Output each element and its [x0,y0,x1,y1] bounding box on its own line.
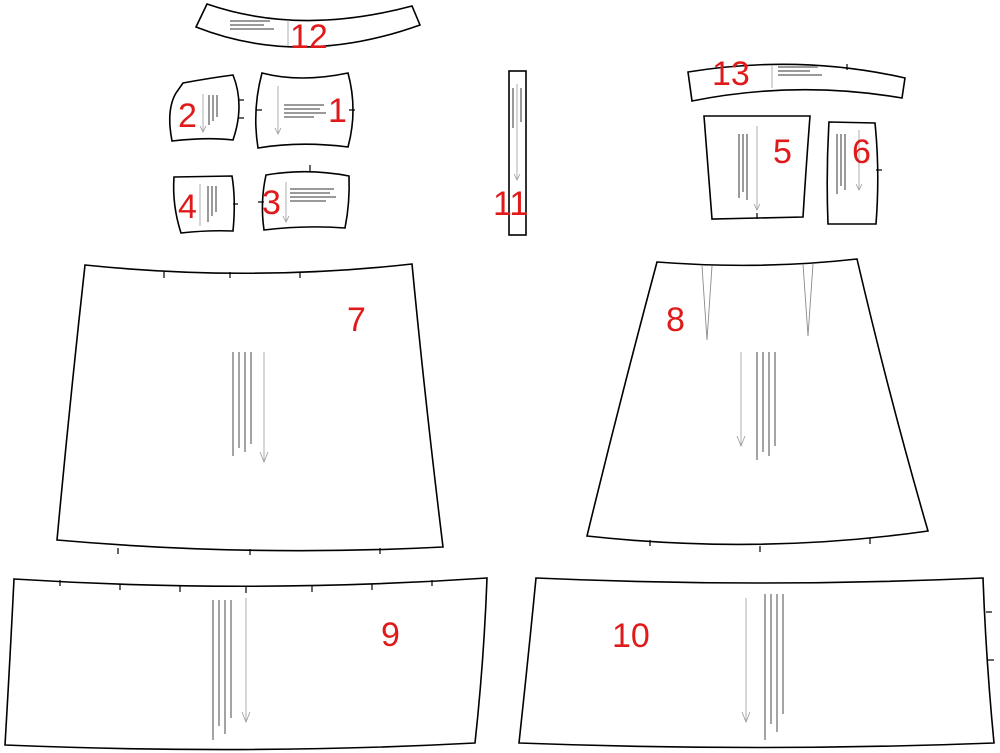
pattern-piece-5[interactable]: 5 [703,115,811,220]
piece-6-notes [836,134,846,194]
piece-10-notes [764,594,784,740]
piece-2-notes [208,95,218,125]
piece-11-number: 11 [493,185,528,223]
piece-12-outline [194,3,422,48]
piece-1-notes [284,104,326,118]
piece-9-number: 9 [381,616,400,654]
piece-9-notes [212,600,232,740]
piece-1-number: 1 [328,92,347,130]
piece-8-dart-right [802,263,814,337]
piece-8-number: 8 [666,301,685,339]
piece-5-number: 5 [773,133,792,171]
piece-5-notes [738,134,748,200]
piece-3-notes [290,188,336,202]
piece-11-notes [512,88,522,128]
piece-6-outline [826,121,879,225]
piece-10-number: 10 [612,617,650,655]
piece-4-notes [207,186,217,222]
pattern-piece-3[interactable]: 3 [258,165,350,231]
piece-10-outline [518,577,995,749]
piece-7-number: 7 [347,301,366,339]
piece-6-number: 6 [852,133,871,171]
piece-13-outline [687,63,906,102]
piece-3-number: 3 [262,184,281,222]
piece-2-outline [168,74,240,142]
piece-8-dart-left [701,265,713,341]
pattern-piece-2[interactable]: 2 [168,74,244,142]
pattern-piece-6[interactable]: 6 [826,121,882,225]
pattern-piece-12[interactable]: 12 [194,3,422,56]
pattern-piece-4[interactable]: 4 [172,175,238,234]
pattern-piece-1[interactable]: 1 [254,72,355,149]
pattern-piece-7[interactable]: 7 [56,263,444,555]
piece-2-number: 2 [178,97,197,135]
piece-13-number: 13 [712,55,750,93]
pattern-piece-9[interactable]: 9 [4,577,488,751]
pattern-piece-8[interactable]: 8 [586,258,930,552]
pattern-piece-10[interactable]: 10 [518,577,995,749]
piece-12-number: 12 [290,18,328,56]
piece-4-outline [172,175,236,234]
piece-12-notes [230,20,274,30]
piece-4-number: 4 [178,188,197,226]
piece-13-notes [778,66,822,76]
pattern-piece-11[interactable]: 11 [493,70,528,236]
piece-8-notes [756,352,776,460]
pattern-piece-13[interactable]: 13 [687,55,906,102]
piece-7-notes [232,352,252,456]
